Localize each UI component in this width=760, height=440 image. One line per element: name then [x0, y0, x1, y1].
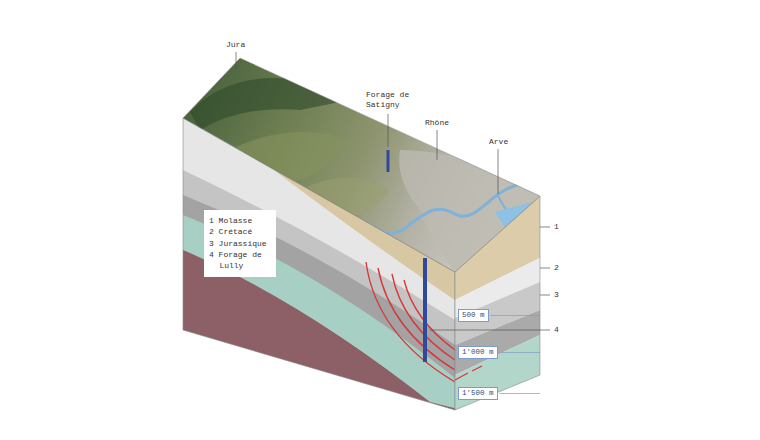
river-label: Arve — [489, 137, 508, 147]
legend-entry: 1 Molasse — [209, 216, 271, 226]
lake — [495, 200, 540, 238]
depth-label: 1'500 m — [462, 389, 494, 398]
depth-marker: 1'500 m — [458, 387, 498, 400]
fault-dashes — [455, 366, 482, 380]
jura-ridge — [190, 78, 350, 130]
callout-number: 3 — [554, 290, 559, 300]
depth-tick — [500, 393, 540, 394]
callout-number: 4 — [554, 325, 559, 335]
leader-lines — [236, 52, 550, 330]
rhone-river — [300, 185, 540, 240]
fault-lines — [366, 262, 455, 382]
legend-box: 1 Molasse2 Crétacé 3 Jurassique4 Forage d… — [204, 210, 276, 277]
depth-label: 1'000 m — [462, 348, 494, 357]
callout-number: 1 — [554, 222, 559, 232]
borehole-label: Forage de Satigny — [366, 90, 418, 109]
callout-number: 2 — [554, 263, 559, 273]
city — [399, 150, 540, 272]
fields — [230, 132, 350, 185]
place-label: Jura — [226, 40, 245, 50]
terrain — [183, 58, 540, 272]
depth-label: 500 m — [462, 311, 485, 320]
legend-entry: 4 Forage de Lully — [209, 250, 271, 271]
depth-lines — [491, 316, 540, 394]
depth-marker: 500 m — [458, 309, 489, 322]
depth-tick — [500, 352, 540, 353]
fields — [300, 178, 390, 226]
depth-marker: 1'000 m — [458, 346, 498, 359]
satigny-borehole — [387, 150, 390, 172]
legend-entry: 3 Jurassique — [209, 239, 271, 249]
depth-tick — [491, 315, 540, 316]
lully-borehole — [423, 258, 427, 362]
terrain-surface — [183, 58, 540, 272]
top-outline — [183, 58, 540, 272]
river-label: Rhône — [425, 118, 449, 128]
legend-entry: 2 Crétacé — [209, 227, 271, 237]
teal-face — [455, 335, 540, 410]
